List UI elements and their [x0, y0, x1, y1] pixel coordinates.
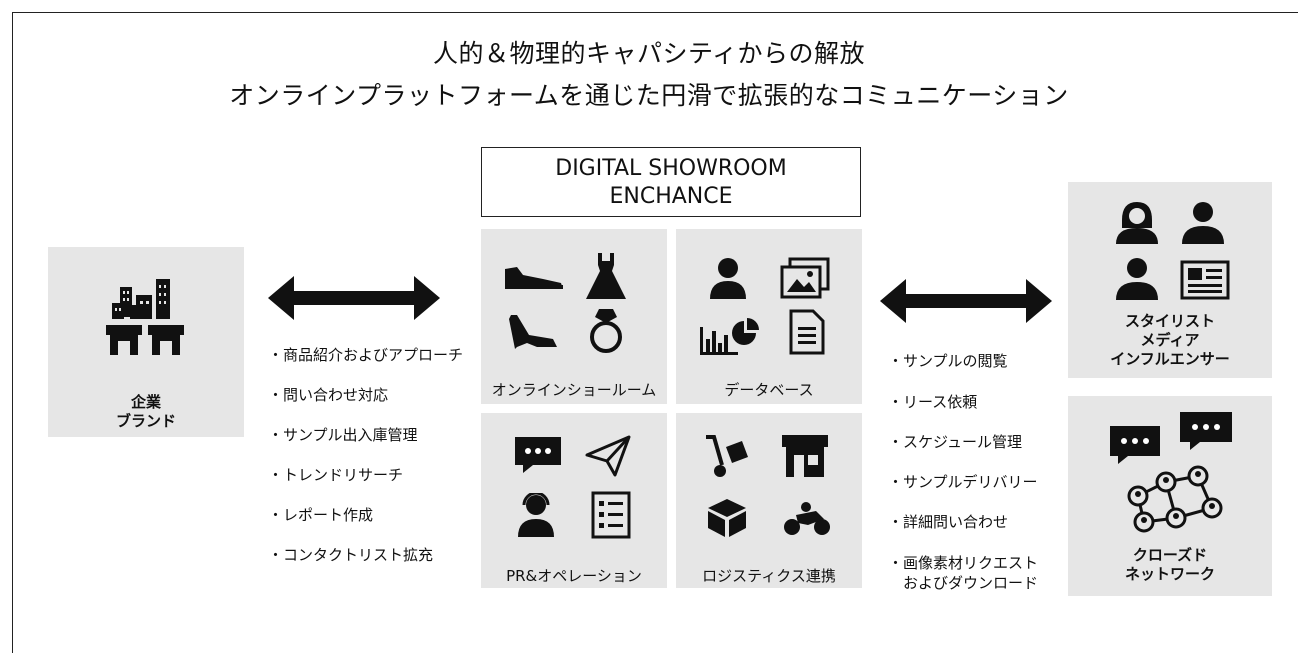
module-label: データベース	[724, 381, 814, 399]
module-label: オンラインショールーム	[491, 381, 657, 399]
list-item: ・リース依頼	[888, 393, 978, 411]
package-icon	[706, 497, 748, 539]
influencer-label: インフルエンサー	[1110, 350, 1230, 368]
chart-icon	[700, 317, 760, 357]
user-icon	[1114, 256, 1160, 300]
stylist-media-influencer-panel: スタイリスト メディア インフルエンサー	[1068, 182, 1272, 378]
person-icon	[708, 257, 748, 301]
image-gallery-icon	[780, 257, 830, 299]
database-module: データベース	[676, 229, 862, 404]
document-icon	[789, 309, 825, 355]
motorbike-icon	[782, 501, 832, 537]
left-double-arrow	[268, 276, 440, 324]
list-item: ・サンプルの閲覧	[888, 352, 1008, 370]
logistics-module: ロジスティクス連携	[676, 413, 862, 588]
network-chat-icon	[1108, 410, 1234, 534]
operator-icon	[515, 493, 557, 539]
network-label: ネットワーク	[1124, 565, 1215, 583]
checklist-icon	[591, 491, 631, 539]
stylist-features-list: ・サンプルの閲覧 ・リース依頼 ・スケジュール管理 ・サンプルデリバリー ・詳細…	[888, 350, 1068, 600]
list-item: ・サンプルデリバリー	[888, 473, 1038, 491]
list-item: ・画像素材リクエスト	[888, 554, 1039, 572]
store-icon	[780, 433, 830, 479]
brand-label: ブランド	[115, 412, 176, 430]
stylist-label: スタイリスト	[1124, 312, 1215, 330]
right-double-arrow	[880, 279, 1052, 327]
module-label: PR&オペレーション	[506, 567, 642, 585]
heel-icon	[507, 313, 559, 353]
newspaper-icon	[1180, 260, 1230, 300]
closed-label: クローズド	[1132, 546, 1208, 564]
headline-line-2: オンラインプラットフォームを通じた円滑で拡張的なコミュニケーション	[229, 81, 1069, 110]
closed-network-label: クローズド ネットワーク	[1068, 546, 1272, 584]
title-line-1: DIGITAL SHOWROOM	[555, 156, 787, 181]
list-item: ・レポート作成	[268, 506, 374, 524]
woman-icon	[1114, 200, 1160, 244]
title-line-2: ENCHANCE	[609, 184, 733, 209]
online-showroom-module: オンラインショールーム	[481, 229, 667, 404]
list-item: ・サンプル出入庫管理	[268, 426, 418, 444]
chat-icon	[513, 435, 563, 475]
stylist-media-influencer-label: スタイリスト メディア インフルエンサー	[1068, 312, 1272, 369]
list-item: ・トレンドリサーチ	[268, 466, 404, 484]
digital-showroom-title-box: DIGITAL SHOWROOM ENCHANCE	[481, 147, 861, 217]
headline-line-1: 人的＆物理的キャパシティからの解放	[432, 39, 865, 68]
list-item: ・問い合わせ対応	[268, 386, 389, 404]
module-label: ロジスティクス連携	[702, 567, 836, 585]
shoe-icon	[503, 261, 565, 291]
list-item: ・詳細問い合わせ	[888, 513, 1009, 531]
pr-operation-module: PR&オペレーション	[481, 413, 667, 588]
ring-icon	[587, 309, 625, 353]
list-item: およびダウンロード	[888, 574, 1039, 592]
city-storefront-icon	[106, 275, 188, 383]
closed-network-panel: クローズド ネットワーク	[1068, 396, 1272, 596]
dress-icon	[584, 253, 628, 301]
company-brand-label: 企業 ブランド	[48, 393, 244, 431]
company-label: 企業	[130, 393, 161, 411]
list-item: ・スケジュール管理	[888, 433, 1022, 451]
company-features-list: ・商品紹介およびアプローチ ・問い合わせ対応 ・サンプル出入庫管理 ・トレンドリ…	[268, 344, 468, 574]
paper-plane-icon	[585, 435, 631, 477]
media-label: メディア	[1140, 331, 1200, 349]
hand-truck-icon	[702, 433, 756, 479]
list-item: ・コンタクトリスト拡充	[268, 546, 434, 564]
diagram-frame	[12, 12, 1298, 653]
man-icon	[1180, 200, 1226, 244]
company-brand-panel: 企業 ブランド	[48, 247, 244, 437]
list-item: ・商品紹介およびアプローチ	[268, 346, 464, 364]
